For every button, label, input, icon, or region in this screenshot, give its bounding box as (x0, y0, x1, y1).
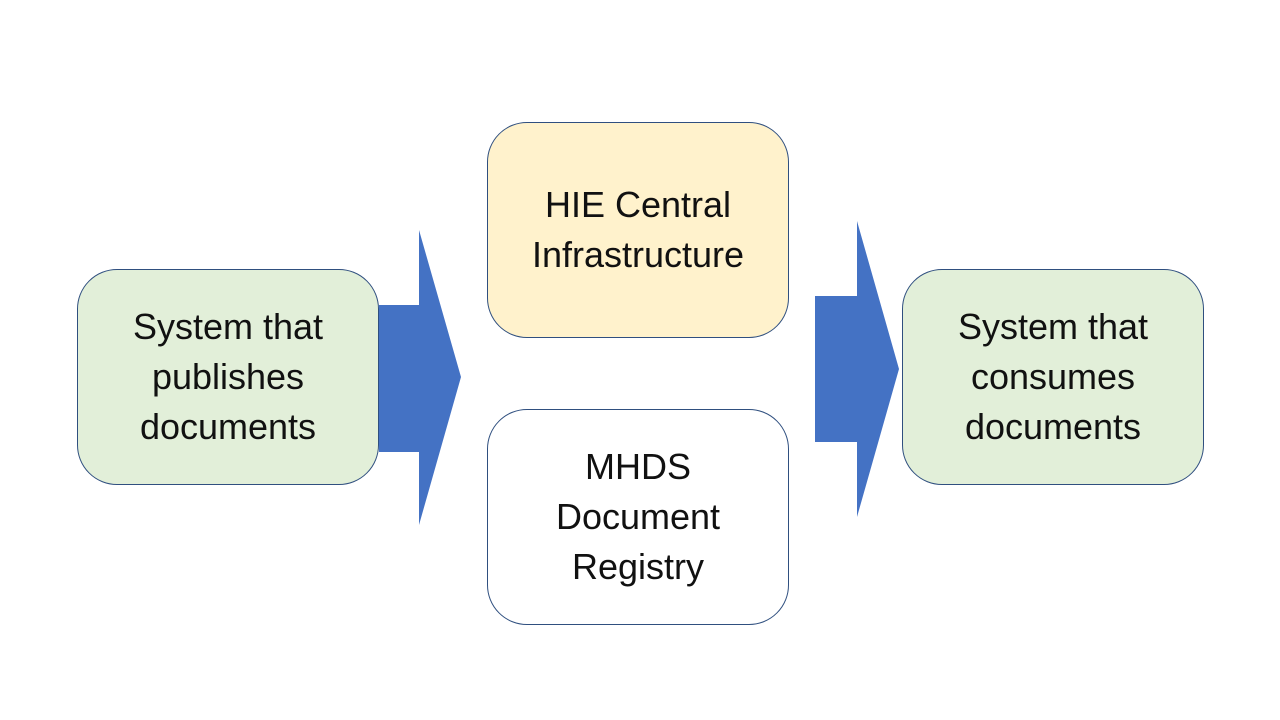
node-consumer-label: System that consumes documents (957, 306, 1149, 447)
arrow-center-to-consumer (815, 221, 899, 517)
node-publisher-label: System that publishes documents (132, 306, 324, 447)
node-consumer-system: System that consumes documents (902, 269, 1204, 485)
arrow-publisher-to-center (379, 230, 461, 525)
node-publisher-system: System that publishes documents (77, 269, 379, 485)
node-hie-central-infrastructure: HIE Central Infrastructure (487, 122, 789, 338)
node-registry-label: MHDS Document Registry (555, 446, 721, 587)
node-hie-label: HIE Central Infrastructure (531, 184, 745, 275)
node-mhds-document-registry: MHDS Document Registry (487, 409, 789, 625)
